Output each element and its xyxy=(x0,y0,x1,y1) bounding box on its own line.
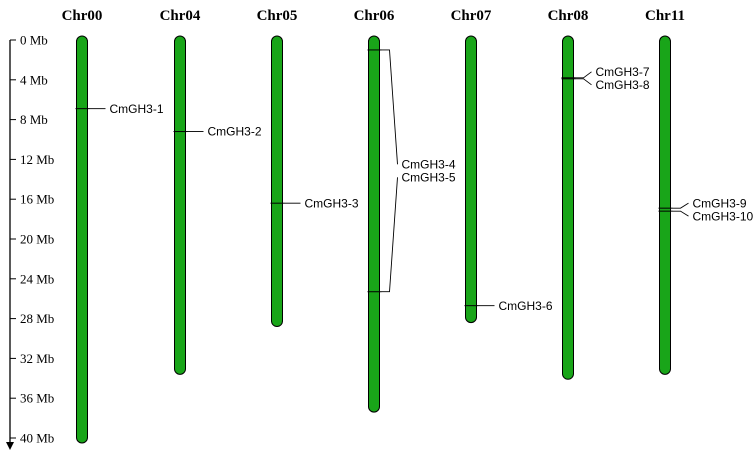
scale-tick-label: 36 Mb xyxy=(20,391,54,406)
chromosome-bar xyxy=(659,35,671,375)
chromosome-title: Chr05 xyxy=(257,8,298,24)
scale-tick-label: 24 Mb xyxy=(20,271,54,286)
chromosome-bar xyxy=(465,35,477,324)
scale-tick-label: 32 Mb xyxy=(20,351,54,366)
chromosome-title: Chr06 xyxy=(354,8,395,24)
gene-label: CmGH3-5 xyxy=(402,171,456,185)
scale-tick-label: 4 Mb xyxy=(20,72,48,87)
gene-leader-line xyxy=(672,202,689,209)
scale-tick-label: 16 Mb xyxy=(20,192,54,207)
scale-tick-label: 28 Mb xyxy=(20,311,54,326)
gene-label: CmGH3-8 xyxy=(596,78,650,92)
gene-label: CmGH3-6 xyxy=(499,299,553,313)
gene-leader-line xyxy=(575,71,592,79)
chromosome-group: Chr00CmGH3-1Chr04CmGH3-2Chr05CmGH3-3Chr0… xyxy=(62,8,754,444)
chromosome-bar xyxy=(368,35,380,413)
chromosome-bar xyxy=(271,35,283,328)
gene-leader-line xyxy=(381,49,398,165)
gene-label: CmGH3-10 xyxy=(693,209,754,223)
scale-tick-label: 40 Mb xyxy=(20,431,54,446)
gene-label: CmGH3-2 xyxy=(208,125,262,139)
gene-leader-line xyxy=(672,210,689,217)
scale-axis: 0 Mb 4 Mb 8 Mb 12 Mb 16 Mb 20 Mb 24 Mb 28 Mb 32 … xyxy=(6,33,54,450)
scale-arrow-icon xyxy=(6,442,14,450)
gene-label: CmGH3-3 xyxy=(305,196,359,210)
gene-label: CmGH3-1 xyxy=(110,102,164,116)
chromosome-bar xyxy=(562,35,574,380)
chromosome-title: Chr00 xyxy=(62,8,103,24)
chromosome-title: Chr07 xyxy=(451,8,492,24)
chromosome-bar xyxy=(174,35,186,375)
gene-leader-line xyxy=(381,177,398,293)
scale-tick-label: 0 Mb xyxy=(20,33,48,48)
scale-tick-label: 12 Mb xyxy=(20,152,54,167)
gene-label: CmGH3-7 xyxy=(596,65,650,79)
gene-label: CmGH3-4 xyxy=(402,158,456,172)
chromosome-title: Chr08 xyxy=(548,8,589,24)
gene-leader-line xyxy=(575,78,592,86)
chromosome-bar xyxy=(76,35,88,444)
chromosome-title: Chr04 xyxy=(160,8,201,24)
gene-label: CmGH3-9 xyxy=(693,196,747,210)
scale-tick-label: 8 Mb xyxy=(20,112,48,127)
chromosome-title: Chr11 xyxy=(645,8,685,24)
scale-tick-label: 20 Mb xyxy=(20,232,54,247)
